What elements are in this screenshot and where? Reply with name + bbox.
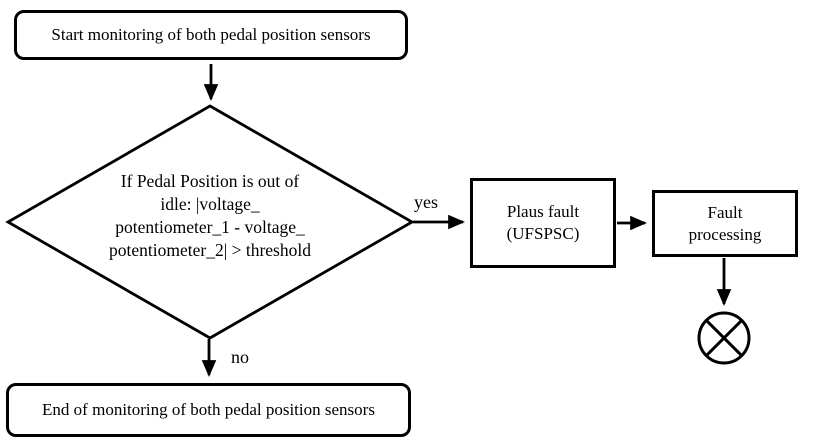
decision-label-line: potentiometer_1 - voltage_	[115, 217, 305, 237]
fault-processing-label-line: Fault	[707, 202, 743, 222]
fault-processing-label-line: processing	[688, 224, 762, 244]
edge-label-yes: yes	[414, 192, 438, 212]
circle-x-icon	[697, 311, 751, 365]
fault-processing-node: Fault processing	[652, 190, 798, 257]
end-node: End of monitoring of both pedal position…	[6, 383, 411, 437]
decision-diamond-shape	[5, 104, 415, 340]
decision-label-line: potentiometer_2| > threshold	[109, 240, 311, 260]
edge-label-no: no	[231, 347, 249, 367]
end-node-label: End of monitoring of both pedal position…	[42, 400, 375, 419]
start-node: Start monitoring of both pedal position …	[14, 10, 408, 60]
decision-node-label: If Pedal Position is out of idle: |volta…	[60, 170, 360, 262]
plaus-fault-label-line: (UFSPSC)	[506, 224, 580, 243]
plaus-fault-node: Plaus fault (UFSPSC)	[470, 178, 616, 268]
start-node-label: Start monitoring of both pedal position …	[51, 25, 371, 44]
decision-label-line: idle: |voltage_	[160, 194, 260, 214]
plaus-fault-label-line: Plaus fault	[506, 202, 580, 221]
decision-label-line: If Pedal Position is out of	[120, 171, 300, 191]
